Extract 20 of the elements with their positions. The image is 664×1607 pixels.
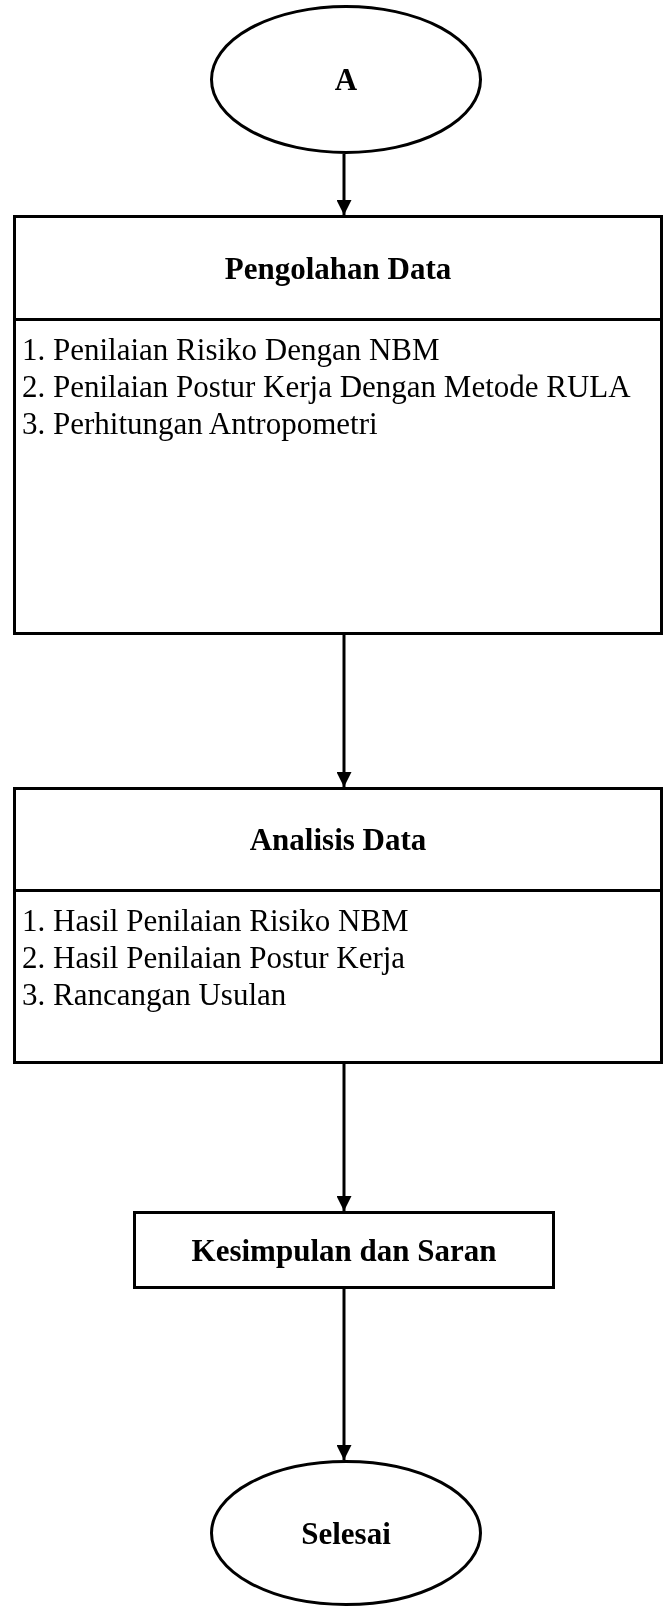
arrow <box>336 635 352 787</box>
process-box <box>133 1211 555 1289</box>
arrow <box>336 1064 352 1211</box>
terminator-label: A <box>334 61 358 98</box>
arrow <box>336 154 352 215</box>
process-heading: Analisis Data <box>249 821 427 858</box>
terminator-ellipse <box>210 5 482 154</box>
list-item: 3. Perhitungan Antropometri <box>22 405 379 442</box>
terminator-ellipse <box>210 1460 482 1606</box>
process-box <box>13 215 663 635</box>
list-item: 1. Hasil Penilaian Risiko NBM <box>22 902 410 939</box>
process-box <box>13 787 663 1064</box>
list-item: 1. Penilaian Risiko Dengan NBM <box>22 331 441 368</box>
arrow <box>336 1289 352 1460</box>
terminator-label: Selesai <box>301 1514 391 1552</box>
process-heading: Pengolahan Data <box>224 249 452 287</box>
process-label: Kesimpulan dan Saran <box>191 1231 497 1269</box>
list-item: 2. Penilaian Postur Kerja Dengan Metode RULA <box>22 368 632 405</box>
list-item: 2. Hasil Penilaian Postur Kerja <box>22 939 407 976</box>
list-item: 3. Rancangan Usulan <box>22 976 288 1013</box>
